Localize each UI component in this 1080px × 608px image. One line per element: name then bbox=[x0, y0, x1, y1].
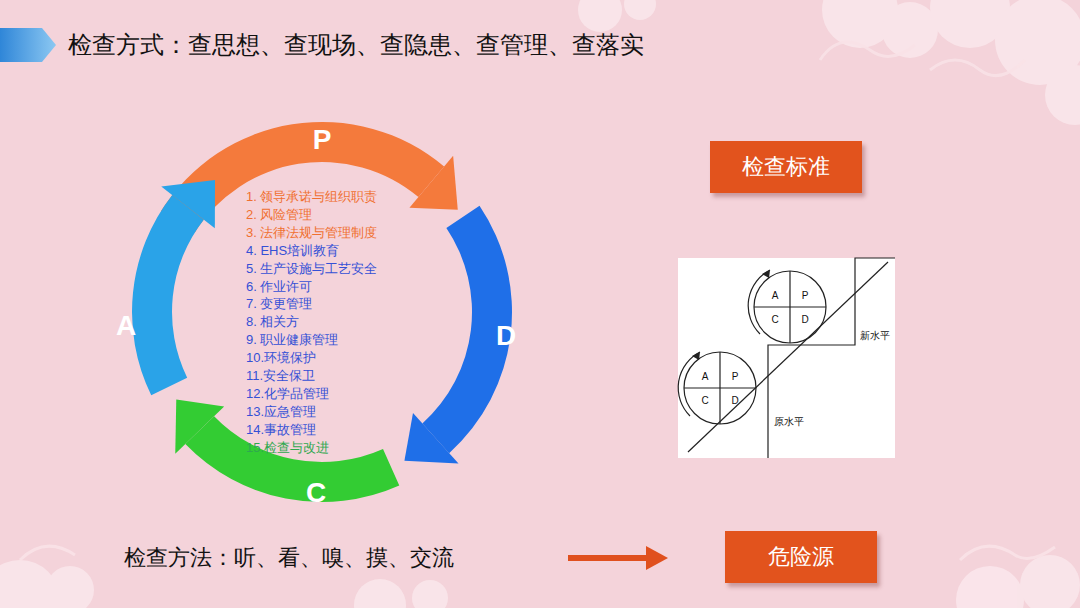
quadrant-letter: P bbox=[732, 371, 739, 383]
title-tab bbox=[0, 28, 56, 62]
element-item: 1. 领导承诺与组织职责 bbox=[246, 190, 377, 205]
method-text: 检查方法：听、看、嗅、摸、交流 bbox=[124, 545, 454, 570]
quadrant-letter: P bbox=[802, 290, 809, 302]
quadrant-letter: D bbox=[731, 395, 738, 407]
quadrant-letter: C bbox=[771, 314, 778, 326]
cycle-arc bbox=[132, 195, 204, 395]
cycle-arc bbox=[161, 122, 444, 233]
cycle-letter: D bbox=[496, 320, 516, 352]
level-label: 新水平 bbox=[860, 330, 890, 342]
orange-box: 危险源 bbox=[725, 531, 877, 583]
element-item: 15.检查与改进 bbox=[246, 440, 329, 455]
page-title: 检查方式：查思想、查现场、查隐患、查管理、查落实 bbox=[68, 31, 644, 59]
cycle-arrowhead bbox=[161, 180, 215, 228]
element-item: 2. 风险管理 bbox=[246, 207, 312, 222]
element-item: 6. 作业许可 bbox=[246, 279, 312, 294]
level-label: 原水平 bbox=[774, 416, 804, 428]
cycle-arrowhead bbox=[175, 400, 224, 454]
cycle-arrowhead bbox=[404, 413, 458, 464]
box-label: 检查标准 bbox=[742, 154, 830, 179]
quadrant-letter: D bbox=[801, 314, 808, 326]
element-item: 10.环境保护 bbox=[246, 351, 316, 366]
pdca-staircase-figure bbox=[678, 258, 895, 458]
cycle-letter: A bbox=[116, 310, 136, 342]
element-item: 7. 变更管理 bbox=[246, 297, 312, 312]
cycle-arc bbox=[185, 416, 399, 502]
element-item: 8. 相关方 bbox=[246, 315, 299, 330]
cycle-arrowhead bbox=[409, 156, 457, 210]
cycle-letter: P bbox=[313, 124, 332, 156]
quadrant-letter: A bbox=[772, 290, 779, 302]
pdca-ring bbox=[132, 122, 512, 502]
element-item: 3. 法律法规与管理制度 bbox=[246, 225, 377, 240]
orange-box: 检查标准 bbox=[710, 141, 862, 193]
element-item: 9. 职业健康管理 bbox=[246, 333, 338, 348]
element-item: 11.安全保卫 bbox=[246, 369, 315, 384]
box-label: 危险源 bbox=[768, 544, 834, 569]
quadrant-letter: A bbox=[702, 371, 709, 383]
flow-arrow bbox=[568, 546, 668, 570]
quadrant-letter: C bbox=[701, 395, 708, 407]
element-item: 4. EHS培训教育 bbox=[246, 243, 339, 258]
element-item: 13.应急管理 bbox=[246, 404, 316, 419]
cycle-letter: C bbox=[306, 477, 326, 509]
cloud-swirl bbox=[20, 42, 1055, 560]
element-item: 14.事故管理 bbox=[246, 422, 316, 437]
element-item: 5. 生产设施与工艺安全 bbox=[246, 261, 377, 276]
element-item: 12.化学品管理 bbox=[246, 386, 329, 401]
